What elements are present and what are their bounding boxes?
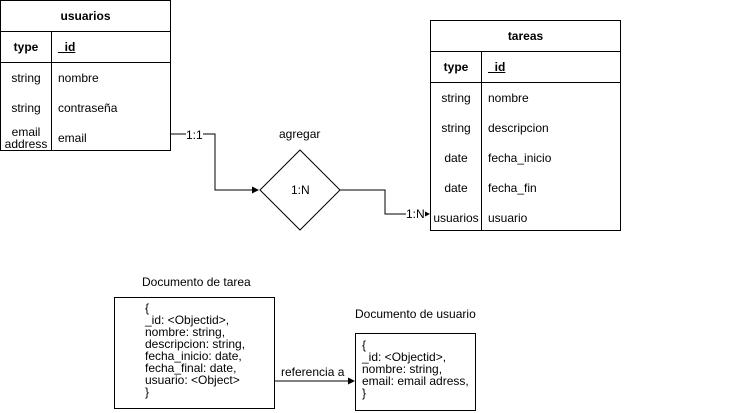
table-row: string contraseña xyxy=(1,93,170,123)
doc-line: usuario: <Object> xyxy=(145,373,240,387)
relationship-name: agregar xyxy=(279,127,321,141)
agregar-to-tareas-edge xyxy=(340,189,423,215)
field-type: string xyxy=(441,121,471,135)
doc-line: nombre: string, xyxy=(145,325,226,339)
table-row: date fecha_fin xyxy=(431,173,620,203)
field-type: date xyxy=(444,181,468,195)
doc-line: } xyxy=(362,386,367,400)
table-row: email address email xyxy=(1,123,170,153)
referencia-label: referencia a xyxy=(281,365,345,379)
usuarios-type-header: type xyxy=(13,40,39,54)
table-row: usuarios usuario xyxy=(431,203,620,233)
field-name: descripcion xyxy=(488,121,549,135)
field-name: usuario xyxy=(488,211,528,225)
usuarios-column-divider xyxy=(51,31,52,150)
tareas-edge-arrowhead xyxy=(423,210,430,218)
doc-line: nombre: string, xyxy=(362,362,443,376)
table-row: date fecha_inicio xyxy=(431,143,620,173)
doc-line: _id: <Objectid>, xyxy=(362,350,447,364)
field-name: fecha_inicio xyxy=(488,151,552,165)
doc-line: fecha_final: date, xyxy=(145,361,237,375)
usuarios-table-title: usuarios xyxy=(1,1,170,32)
tareas-id-header: _id xyxy=(488,60,506,74)
field-name: contraseña xyxy=(58,101,118,115)
usuarios-to-agregar-edge xyxy=(170,133,252,191)
doc-line: email: email adress, xyxy=(362,374,469,388)
field-name: nombre xyxy=(488,91,529,105)
agregar-diamond xyxy=(259,149,341,231)
table-row: string nombre xyxy=(431,83,620,113)
doc-line: { xyxy=(362,338,367,352)
documento-usuario-title: Documento de usuario xyxy=(355,307,476,321)
documento-usuario-box: { _id: <Objectid>, nombre: string, email… xyxy=(355,333,476,411)
documento-tarea-box: { _id: <Objectid>, nombre: string, descr… xyxy=(114,297,275,409)
field-type: string xyxy=(441,91,471,105)
table-row: string descripcion xyxy=(431,113,620,143)
field-type: string xyxy=(11,101,41,115)
documento-tarea-title: Documento de tarea xyxy=(142,275,251,289)
tareas-type-header: type xyxy=(443,60,469,74)
doc-line: { xyxy=(145,301,150,315)
usuarios-edge-arrowhead xyxy=(252,186,259,194)
table-row: string nombre xyxy=(1,63,170,93)
usuarios-table: usuarios type _id string nombre string c… xyxy=(0,0,171,151)
field-name: fecha_fin xyxy=(488,181,537,195)
tareas-table: tareas type _id string nombre string des… xyxy=(430,20,621,231)
relationship-cardinality: 1:N xyxy=(291,183,310,197)
tareas-header-row: type _id xyxy=(431,52,620,83)
doc-line: fecha_inicio: date, xyxy=(145,349,242,363)
field-type: usuarios xyxy=(433,211,479,225)
doc-line: } xyxy=(145,385,150,399)
field-type: string xyxy=(11,71,41,85)
tareas-table-title: tareas xyxy=(431,21,620,52)
doc-line: descripcion: string, xyxy=(145,337,246,351)
doc-line: _id: <Objectid>, xyxy=(145,313,230,327)
referencia-arrowhead xyxy=(348,377,355,385)
right-cardinality-label: 1:N xyxy=(406,207,425,221)
usuarios-id-header: _id xyxy=(58,40,76,54)
tareas-column-divider xyxy=(481,51,482,230)
usuarios-header-row: type _id xyxy=(1,32,170,63)
field-name: email xyxy=(58,131,87,145)
field-type: email address xyxy=(4,125,48,151)
field-name: nombre xyxy=(58,71,99,85)
left-cardinality-label: 1:1 xyxy=(186,128,203,142)
field-type: date xyxy=(444,151,468,165)
